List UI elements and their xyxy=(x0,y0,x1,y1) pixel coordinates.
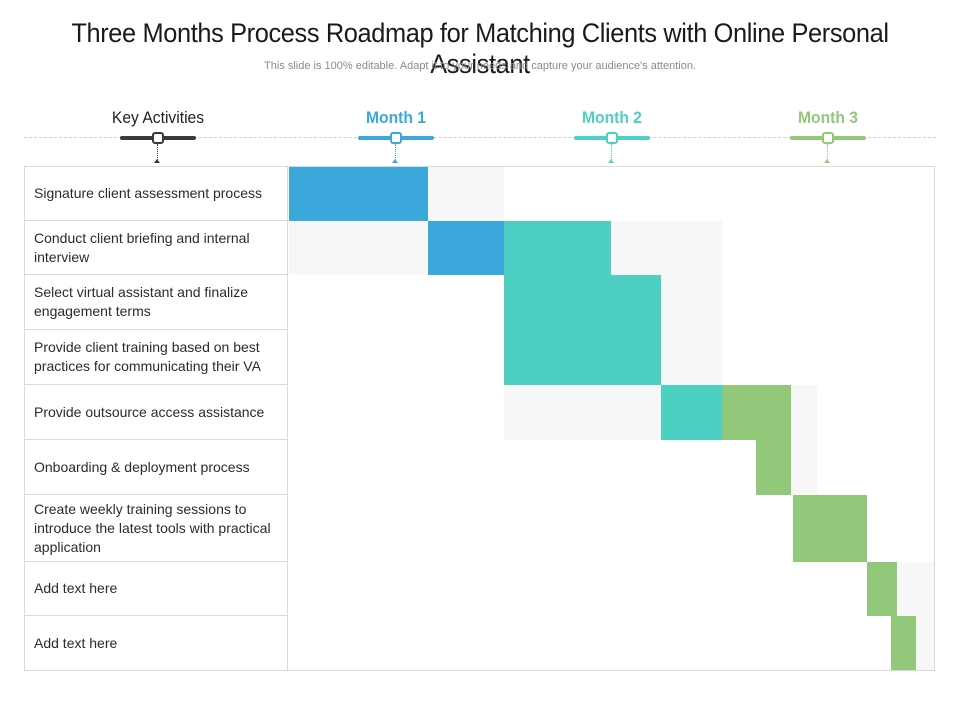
month-1-arrow-icon xyxy=(392,159,398,163)
header-month-1: Month 1 xyxy=(336,108,456,168)
key-activities-arrow-icon xyxy=(154,159,160,163)
activity-label: Conduct client briefing and internal int… xyxy=(34,229,250,265)
activity-label: Select virtual assistant and finalize en… xyxy=(34,284,248,319)
month-3-marker-icon xyxy=(822,132,834,144)
shade-cell xyxy=(897,562,934,616)
month-1-stem xyxy=(395,144,396,162)
gantt-bar-month-1 xyxy=(289,167,428,221)
month-2-marker-icon xyxy=(606,132,618,144)
month-1-label: Month 1 xyxy=(366,108,426,127)
month-2-label: Month 2 xyxy=(582,108,642,127)
gantt-bar-month-3 xyxy=(867,562,897,616)
header-key-activities: Key Activities xyxy=(98,108,218,168)
key-activities-stem xyxy=(157,144,158,162)
gantt-bar-month-3 xyxy=(891,616,916,670)
roadmap-table xyxy=(24,166,935,671)
month-2-arrow-icon xyxy=(608,159,614,163)
shade-cell xyxy=(428,167,504,221)
shade-cell xyxy=(916,616,934,670)
page-title: Three Months Process Roadmap for Matchin… xyxy=(71,18,889,79)
activity-label: Signature client assessment process xyxy=(34,185,262,201)
header-divider xyxy=(24,137,936,138)
header-month-2: Month 2 xyxy=(552,108,672,168)
activity-row: Onboarding & deployment process xyxy=(24,440,288,495)
activity-row: Add text here xyxy=(24,562,288,616)
month-3-label: Month 3 xyxy=(798,108,858,127)
gantt-bar-month-2 xyxy=(661,385,722,440)
gantt-bar-month-3 xyxy=(756,440,791,495)
shade-cell xyxy=(661,275,722,385)
gantt-bar-month-3 xyxy=(722,385,791,440)
shade-cell xyxy=(289,221,428,275)
activity-label: Create weekly training sessions to intro… xyxy=(34,500,271,555)
activity-row: Conduct client briefing and internal int… xyxy=(24,221,288,275)
gantt-bar-month-1 xyxy=(428,221,504,275)
activity-label: Add text here xyxy=(34,580,118,596)
shade-cell xyxy=(791,385,817,495)
activity-label: Provide client training based on best pr… xyxy=(34,339,261,374)
activity-row: Signature client assessment process xyxy=(24,167,288,221)
header-month-3: Month 3 xyxy=(768,108,888,168)
gantt-bar-month-3 xyxy=(793,495,867,562)
page-subtitle: This slide is 100% editable. Adapt it to… xyxy=(264,60,696,72)
activity-label: Provide outsource access assistance xyxy=(34,403,265,420)
key-activities-label: Key Activities xyxy=(111,108,205,127)
gantt-bar-month-2 xyxy=(504,275,661,385)
shade-cell xyxy=(504,385,661,440)
month-2-stem xyxy=(611,144,612,162)
month-3-stem xyxy=(827,144,828,162)
activity-label: Onboarding & deployment process xyxy=(34,458,250,475)
activity-row: Create weekly training sessions to intro… xyxy=(24,495,288,562)
key-activities-marker-icon xyxy=(152,132,164,144)
shade-cell xyxy=(611,221,722,275)
activity-row: Select virtual assistant and finalize en… xyxy=(24,275,288,330)
gantt-bar-month-2 xyxy=(504,221,611,275)
activity-row: Add text here xyxy=(24,616,288,670)
activity-label: Add text here xyxy=(34,634,118,651)
month-1-marker-icon xyxy=(390,132,402,144)
activity-row: Provide outsource access assistance xyxy=(24,385,288,440)
month-3-arrow-icon xyxy=(824,159,830,163)
activity-row: Provide client training based on best pr… xyxy=(24,330,288,385)
